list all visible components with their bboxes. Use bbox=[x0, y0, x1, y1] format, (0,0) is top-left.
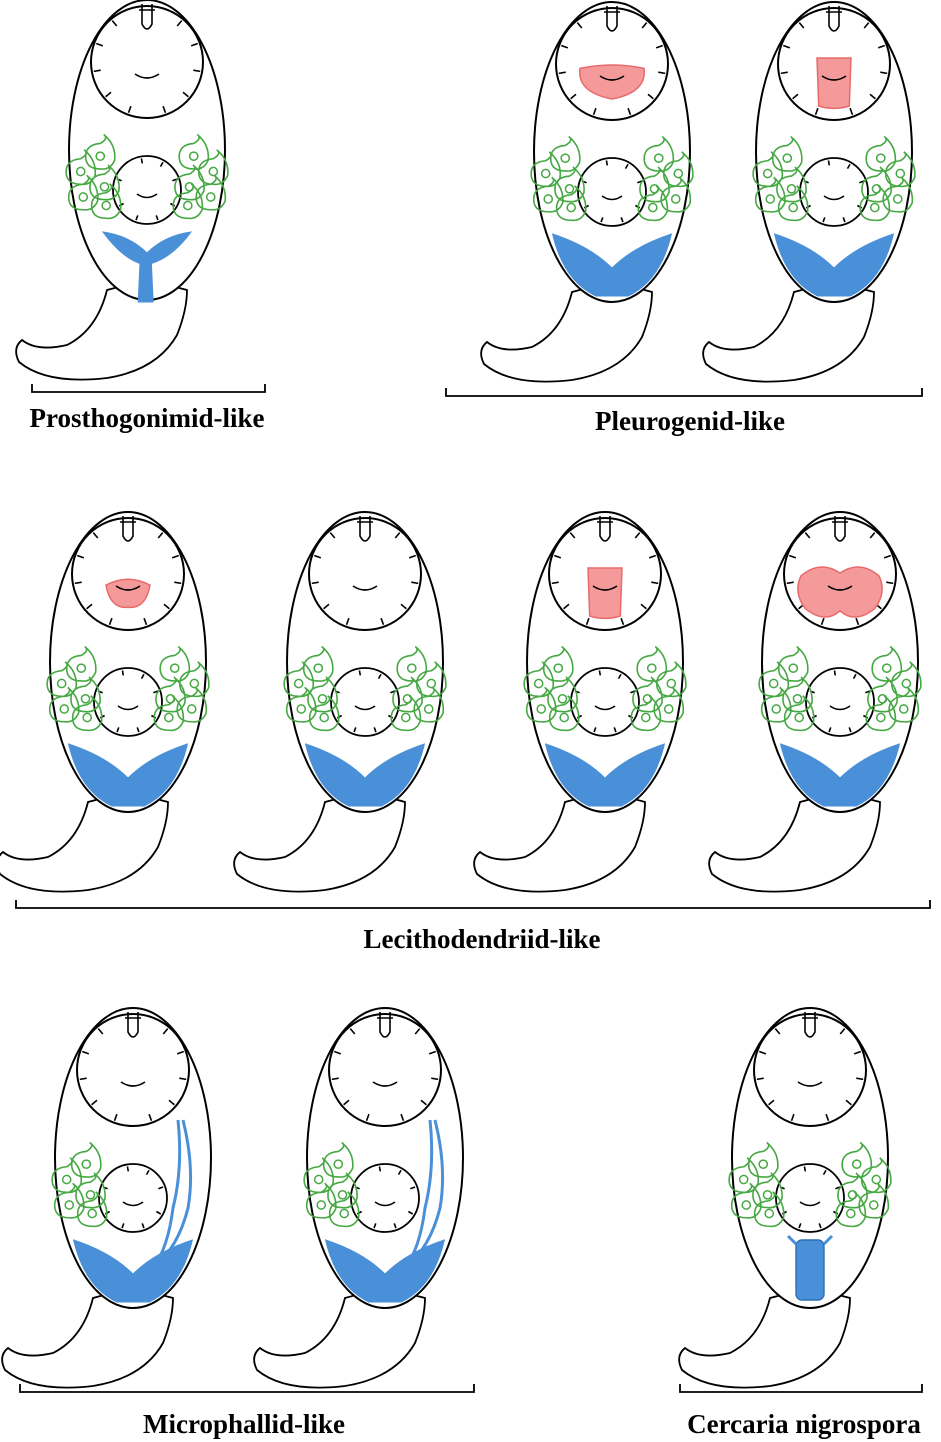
cercaria-nigrospora-figure bbox=[679, 1008, 891, 1388]
bracket-pleurogenid bbox=[446, 388, 922, 396]
label-cercaria-nigrospora: Cercaria nigrospora bbox=[687, 1411, 921, 1438]
prosthogonimid-cercaria bbox=[16, 0, 228, 380]
microphallid-cercaria-1 bbox=[2, 1008, 211, 1388]
lecithodendriid-cercaria-3 bbox=[474, 512, 686, 892]
lecithodendriid-cercaria-2 bbox=[234, 512, 446, 892]
pleurogenid-cercaria-1 bbox=[481, 2, 693, 382]
label-pleurogenid-like: Pleurogenid-like bbox=[595, 408, 785, 435]
label-prosthogonimid-like: Prosthogonimid-like bbox=[29, 405, 264, 432]
label-microphallid-like: Microphallid-like bbox=[143, 1411, 345, 1438]
lecithodendriid-cercaria-4 bbox=[709, 512, 921, 892]
microphallid-cercaria-2 bbox=[254, 1008, 463, 1388]
lecithodendriid-cercaria-1 bbox=[0, 512, 209, 892]
bracket-prosthogonimid bbox=[32, 384, 265, 392]
label-lecithodendriid-like: Lecithodendriid-like bbox=[363, 926, 600, 953]
pleurogenid-cercaria-2 bbox=[703, 2, 915, 382]
bracket-lecithodendriid bbox=[16, 900, 930, 908]
